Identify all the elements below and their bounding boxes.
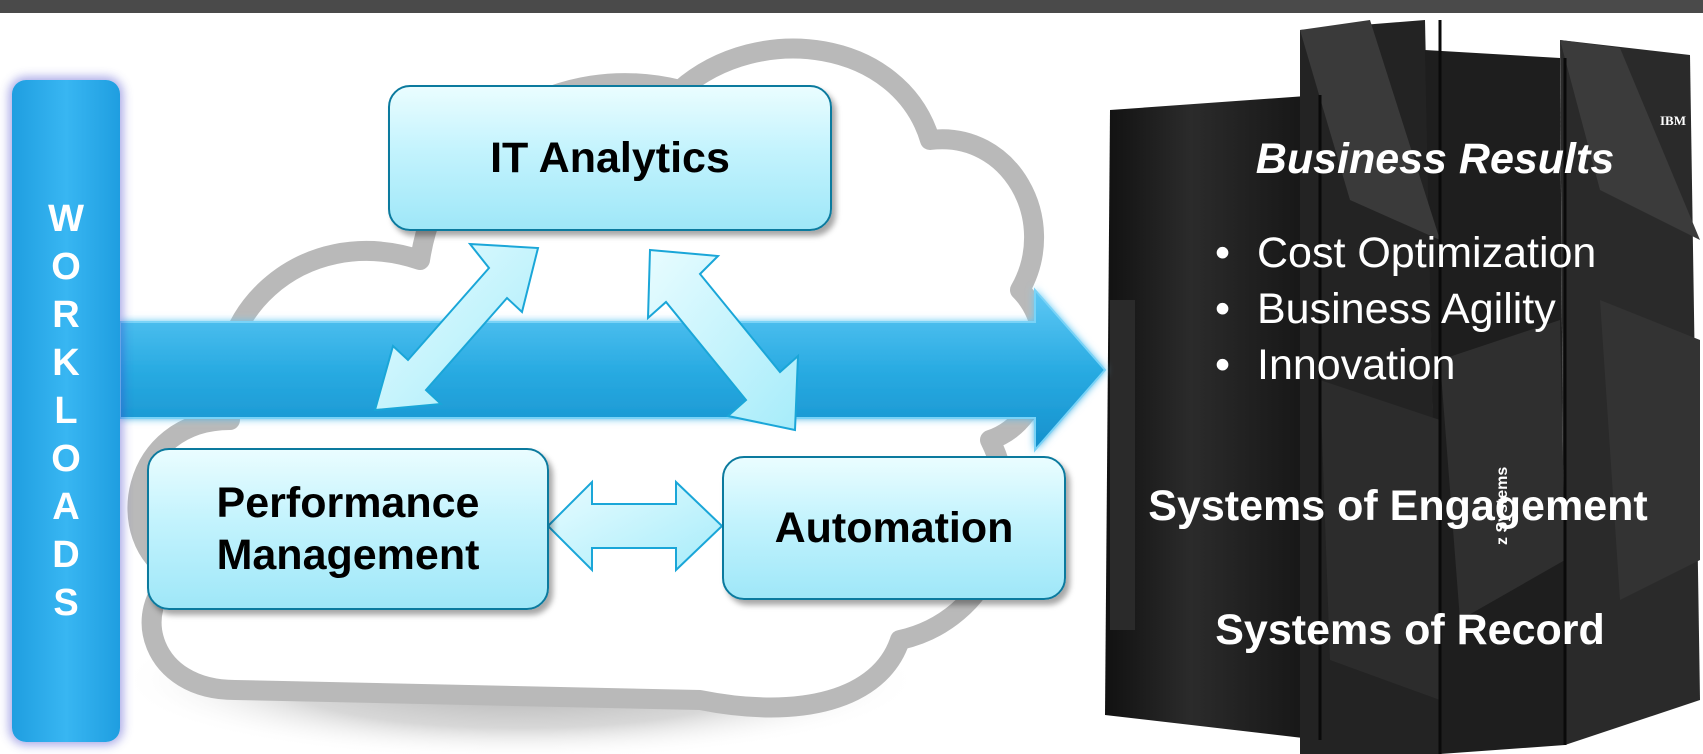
workloads-letter: K [52,342,80,384]
performance-management-node: Performance Management [147,448,549,610]
it-analytics-label: IT Analytics [490,134,730,182]
performance-label-line1: Performance [216,479,480,527]
business-results-title: Business Results [1255,135,1615,183]
workloads-flow-arrow [119,287,1107,453]
workloads-letter: W [48,198,84,240]
bullet-item: Innovation [1215,337,1596,393]
workloads-letter: L [54,390,78,432]
systems-of-engagement-label: Systems of Engagement [1148,482,1648,530]
arrow-it-to-performance [373,242,540,412]
workloads-letter: O [51,438,81,480]
it-analytics-node: IT Analytics [388,85,832,231]
workloads-letter: O [51,246,81,288]
ibm-logo: IBM [1660,113,1686,128]
workloads-letter: A [52,486,80,528]
top-bar [0,0,1703,13]
bullet-item: Business Agility [1215,281,1596,337]
business-results-list: Cost Optimization Business Agility Innov… [1215,225,1596,393]
arrow-it-to-automation [646,248,800,432]
performance-label-line2: Management [216,531,480,579]
workloads-letter: R [52,294,80,336]
workloads-letter: S [53,582,79,624]
bullet-item: Cost Optimization [1215,225,1596,281]
systems-of-record-label: Systems of Record [1215,606,1605,654]
z-systems-label: z Systems [1494,466,1511,545]
workloads-letter: D [52,534,80,576]
automation-node: Automation [722,456,1066,600]
workloads-bar: W O R K L O A D S [12,80,120,742]
automation-label: Automation [774,504,1014,552]
